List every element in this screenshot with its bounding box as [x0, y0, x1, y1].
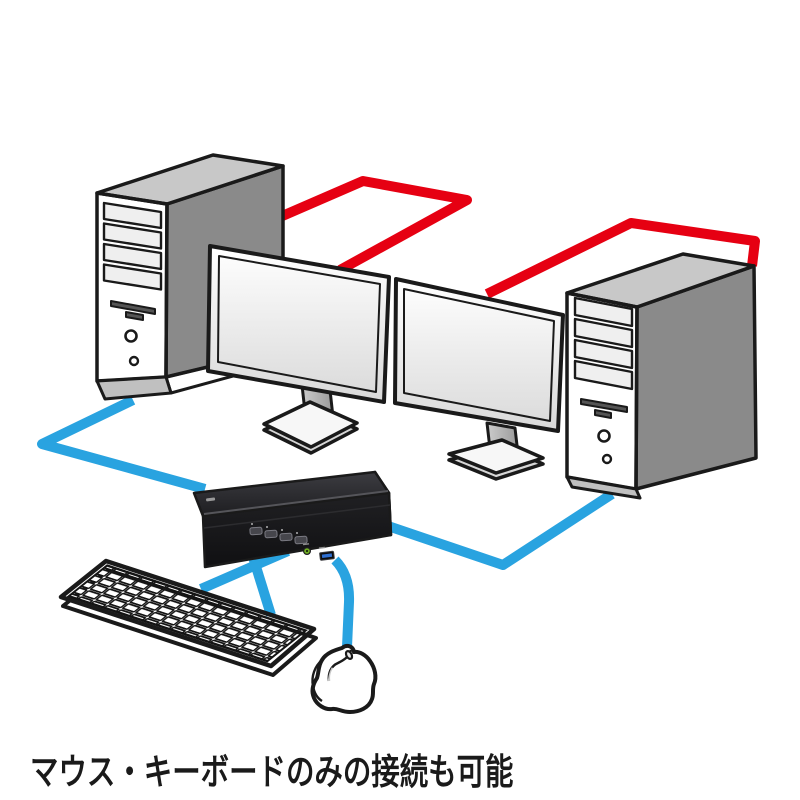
scroll-wheel — [344, 649, 354, 661]
tower-front-base — [95, 375, 173, 401]
power-button — [124, 329, 138, 343]
port-select-button-3 — [279, 532, 293, 542]
port-led-2 — [266, 526, 268, 528]
port-select-button-1 — [249, 526, 263, 536]
reset-button — [128, 355, 140, 367]
drive-bays — [102, 201, 163, 291]
usb-cable-pc2 — [386, 489, 615, 570]
usb-cable-pc1 — [37, 395, 207, 494]
caption-text: マウス・キーボードのみの接続も可能 — [30, 751, 514, 792]
monitor-screen — [403, 288, 555, 422]
usb-port — [318, 546, 335, 561]
usb-cable-keyboard — [198, 546, 291, 594]
port-led-3 — [281, 529, 283, 531]
stand-base — [447, 438, 545, 475]
video-cable-pc2 — [484, 218, 760, 299]
port-select-button-2 — [264, 529, 278, 539]
mouse-highlight-left — [327, 667, 335, 702]
kvm-front-ridge — [203, 490, 389, 515]
desktop-pc-right — [565, 252, 758, 500]
kvm-front-face — [201, 491, 393, 569]
monitor-right — [393, 277, 565, 481]
usb-cable-mouse — [331, 556, 355, 648]
monitor-screen — [217, 255, 381, 393]
reset-button — [601, 453, 613, 465]
port-select-buttons — [249, 523, 308, 545]
monitor-bezel — [206, 244, 391, 404]
audio-jack — [302, 543, 311, 555]
monitor-bezel — [393, 277, 565, 433]
kvm-switch — [192, 470, 393, 569]
drive-bays — [573, 296, 634, 391]
usb-cable-keyboard-alt — [248, 555, 276, 617]
keyboard-deck — [58, 558, 317, 669]
kvm-front-seam — [203, 504, 391, 529]
tower-front-base — [565, 475, 642, 500]
stand-base — [262, 400, 359, 449]
port-led-4 — [296, 532, 298, 534]
mouse-highlight-right — [360, 663, 367, 695]
floppy-drive — [580, 398, 628, 419]
floppy-drive — [110, 300, 156, 321]
video-cable-pc1 — [278, 176, 472, 275]
monitor-left — [206, 244, 391, 455]
mouse-thumb-edge — [311, 659, 323, 703]
mouse-body — [310, 643, 378, 714]
brand-logo — [206, 497, 216, 502]
key-grid — [66, 564, 308, 663]
port-led-1 — [251, 523, 253, 525]
mouse — [310, 643, 378, 714]
power-button — [597, 429, 611, 443]
keyboard — [58, 558, 318, 677]
port-select-button-4 — [294, 535, 308, 545]
